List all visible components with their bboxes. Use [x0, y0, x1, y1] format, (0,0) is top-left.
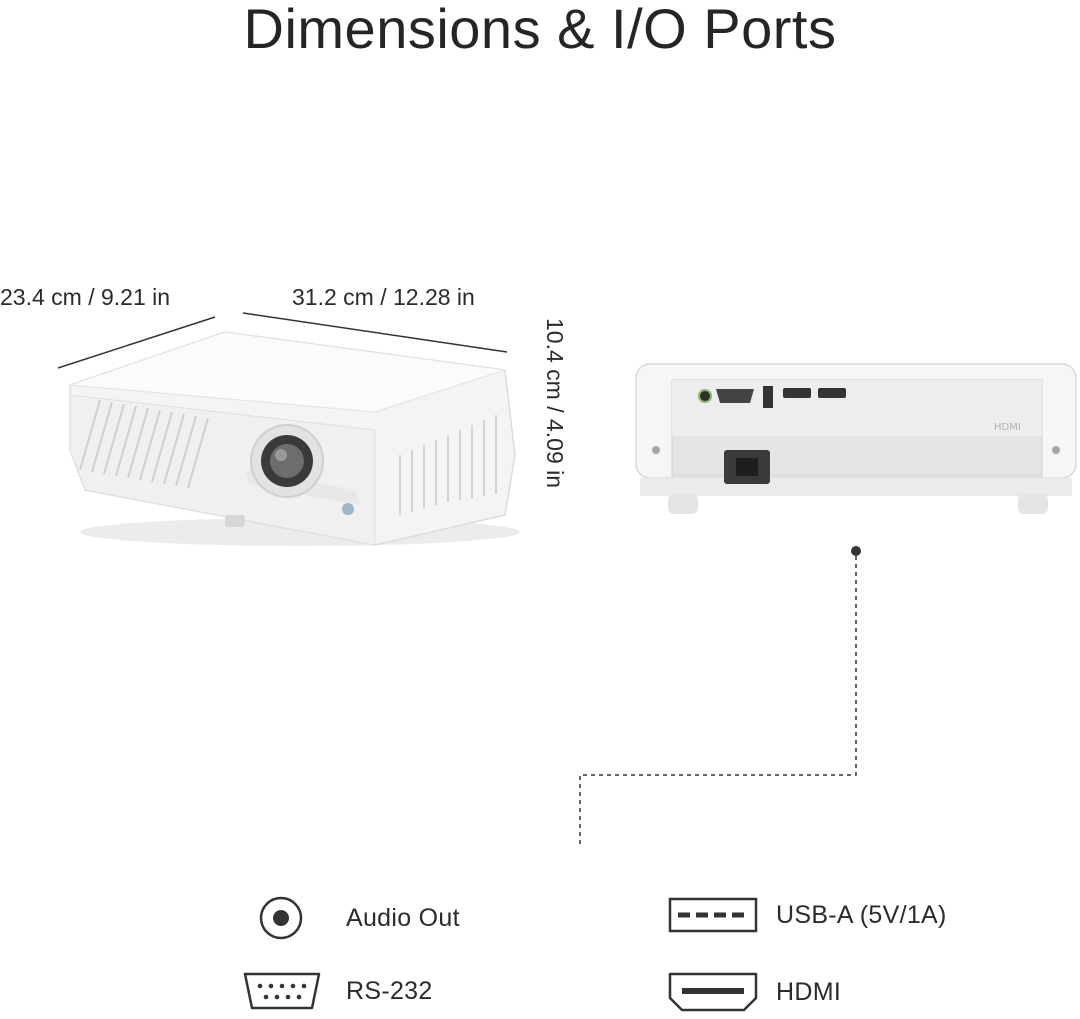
legend-rs232: RS-232 [242, 970, 433, 1012]
svg-text:HDMI: HDMI [994, 422, 1021, 433]
legend-audio-out: Audio Out [258, 895, 460, 941]
legend-label: HDMI [776, 977, 842, 1006]
width-guide-line [242, 312, 508, 353]
legend-label: RS-232 [346, 976, 433, 1005]
legend-hdmi: HDMI [668, 970, 841, 1014]
width-dimension-label: 31.2 cm / 12.28 in [292, 284, 475, 310]
depth-guide-line [57, 316, 216, 369]
legend-label: USB-A (5V/1A) [776, 900, 947, 929]
rs232-port-icon [242, 970, 322, 1012]
usb-a-icon [668, 895, 758, 935]
audio-jack-icon [258, 895, 304, 941]
dashed-connector-line [579, 556, 857, 845]
hdmi-port-icon [668, 970, 758, 1014]
page-title: Dimensions & I/O Ports [243, 0, 837, 60]
legend-usb-a: USB-A (5V/1A) [668, 895, 947, 935]
projector-rear-view: HDMI [635, 363, 1077, 514]
depth-dimension-label: 23.4 cm / 9.21 in [0, 284, 171, 310]
connector-dot [851, 546, 861, 556]
legend-label: Audio Out [346, 903, 460, 932]
projector-front-view [69, 331, 520, 546]
